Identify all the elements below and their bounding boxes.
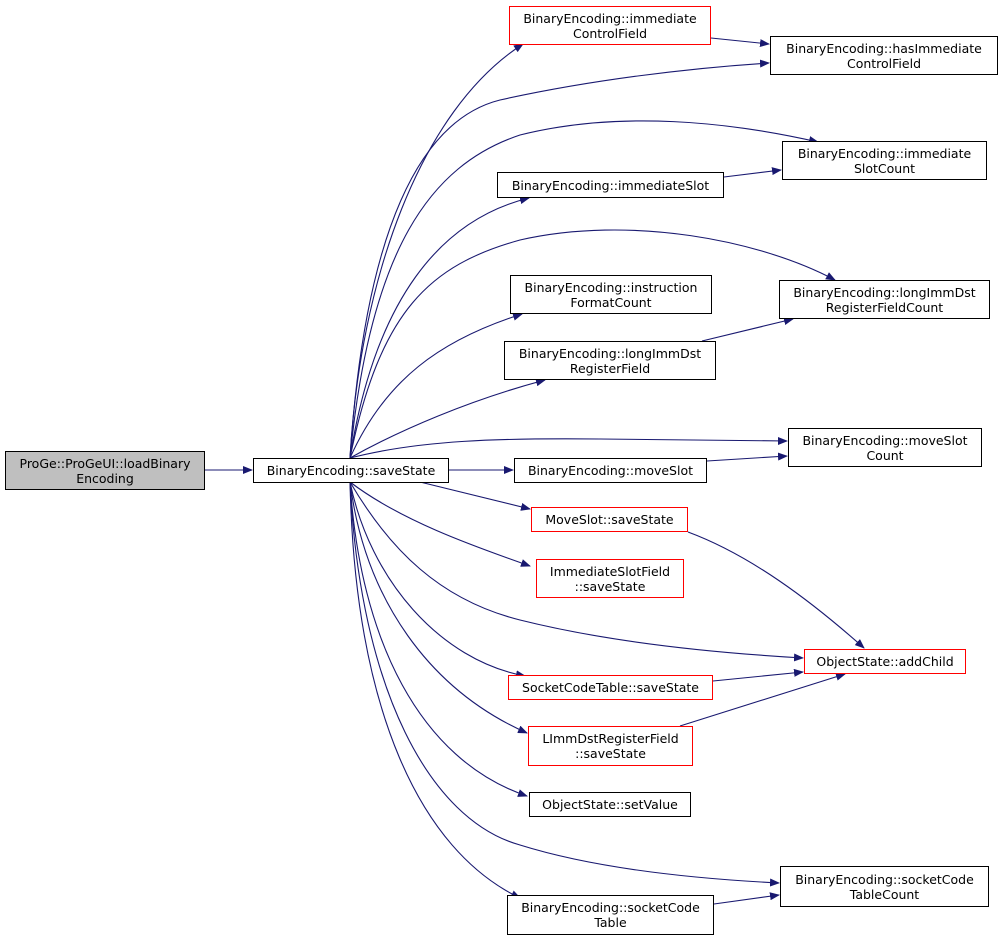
edge-moveSlotSave-to-addChild <box>687 531 865 649</box>
node-label-line: ::saveState <box>575 746 646 761</box>
node-label-line: FormatCount <box>570 294 652 310</box>
edge-longImmDstRF-to-longImmDstRFCount <box>701 317 794 342</box>
node-label-line: BinaryEncoding::longImmDst <box>793 284 976 300</box>
edge-saveState-to-moveSlotCount <box>349 436 788 459</box>
node-label-line: LImmDstRegisterField <box>542 731 679 746</box>
node-label-line: TableCount <box>849 886 920 902</box>
edge-saveState-to-immSlotFieldSave <box>349 481 531 567</box>
node-label-line: MoveSlot::saveState <box>545 512 674 527</box>
node-moveSlot[interactable]: BinaryEncoding::moveSlot <box>514 458 707 483</box>
node-label-line: ObjectState::addChild <box>816 654 954 669</box>
node-label-line: ProGe::ProGeUI::loadBinary <box>19 455 191 471</box>
node-moveSlotSave[interactable]: MoveSlot::saveState <box>531 507 688 532</box>
node-label-line: Table <box>594 915 627 930</box>
edge-immSlot-to-immSlotCount <box>723 167 782 178</box>
edge-saveState-to-sct <box>349 481 521 899</box>
edge-saveState-to-longImmDstRFCount <box>349 229 836 459</box>
node-label-line: Count <box>866 447 904 463</box>
node-label-line: ObjectState::setValue <box>542 797 678 812</box>
node-limmSave[interactable]: LImmDstRegisterField::saveState <box>528 726 693 766</box>
node-addChild[interactable]: ObjectState::addChild <box>804 649 966 674</box>
node-saveState[interactable]: BinaryEncoding::saveState <box>253 458 449 483</box>
edge-sctSave-to-addChild <box>712 668 804 682</box>
edge-saveState-to-hasImmCtrlField <box>349 59 770 459</box>
edge-immCtrlField-to-hasImmCtrlField <box>710 37 770 48</box>
edge-saveState-to-immSlot <box>349 196 530 459</box>
node-label-line: ControlField <box>846 55 922 71</box>
node-label-line: BinaryEncoding::hasImmediate <box>786 40 982 56</box>
node-label-line: BinaryEncoding::socketCode <box>795 871 974 887</box>
edge-saveState-to-longImmDstRF <box>349 378 546 459</box>
node-label-line: ControlField <box>572 25 648 41</box>
edge-saveState-to-sctCount <box>349 481 780 887</box>
node-label-line: BinaryEncoding::immediate <box>523 10 697 26</box>
edge-saveState-to-moveSlotSave <box>419 481 531 511</box>
node-immSlotFieldSave[interactable]: ImmediateSlotField::saveState <box>536 559 684 598</box>
node-sctSave[interactable]: SocketCodeTable::saveState <box>508 675 713 700</box>
node-label-line: BinaryEncoding::saveState <box>266 463 436 478</box>
node-immSlot[interactable]: BinaryEncoding::immediateSlot <box>497 172 724 198</box>
node-label-line: BinaryEncoding::moveSlot <box>527 463 694 478</box>
edge-saveState-to-instrFmtCount <box>349 312 523 459</box>
node-label-line: BinaryEncoding::socketCode <box>521 900 700 915</box>
node-label-line: SlotCount <box>853 160 916 176</box>
edge-saveState-to-limmSave <box>349 481 528 734</box>
node-label-line: ::saveState <box>574 578 646 594</box>
node-label-line: BinaryEncoding::immediate <box>797 145 972 161</box>
node-label-line: BinaryEncoding::moveSlot <box>802 432 968 448</box>
node-label-line: ImmediateSlotField <box>549 563 671 579</box>
node-label-line: RegisterField <box>569 360 651 376</box>
edge-limmSave-to-addChild <box>679 672 846 727</box>
edge-sct-to-sctCount <box>713 892 780 905</box>
node-setValue[interactable]: ObjectState::setValue <box>529 792 691 817</box>
node-label-line: SocketCodeTable::saveState <box>522 680 699 695</box>
node-label-line: Encoding <box>76 470 134 486</box>
node-label-line: RegisterFieldCount <box>825 299 944 315</box>
node-label-line: BinaryEncoding::immediateSlot <box>511 177 710 193</box>
edge-saveState-to-setValue <box>349 481 528 797</box>
edge-saveState-to-addChild <box>349 481 804 662</box>
edge-saveState-to-immSlotCount <box>349 120 819 459</box>
node-label-line: BinaryEncoding::longImmDst <box>518 345 702 361</box>
edge-moveSlot-to-moveSlotCount <box>706 452 788 462</box>
edge-saveState-to-sctSave <box>349 481 526 679</box>
node-label-line: BinaryEncoding::instruction <box>524 279 698 295</box>
